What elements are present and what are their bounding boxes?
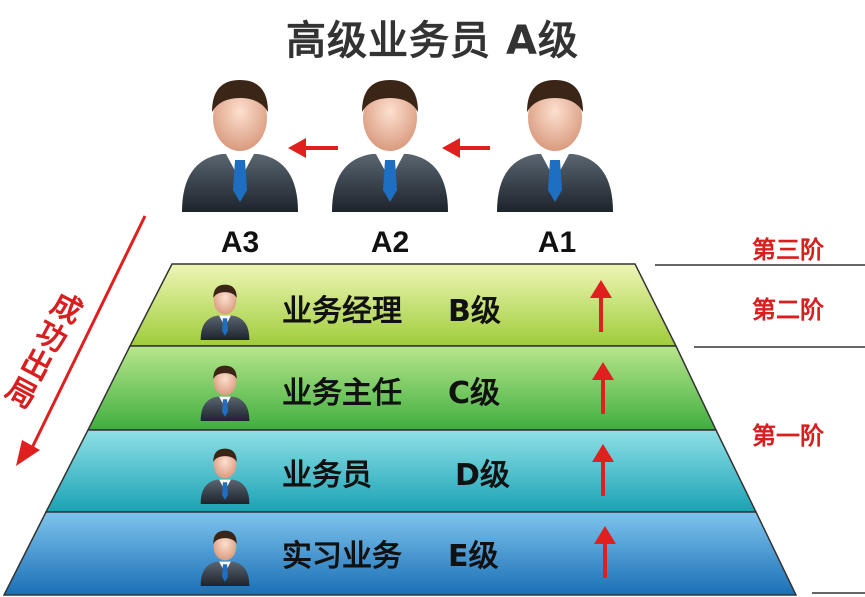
left-arrow-icon (442, 138, 490, 158)
stage-label-1: 第一阶 (752, 421, 824, 450)
person-icon (497, 80, 613, 212)
person-label-a3: A3 (220, 226, 260, 259)
small-person-icon (200, 284, 250, 341)
exit-arrow-icon (16, 215, 147, 466)
left-arrow-icon (288, 138, 338, 158)
tier-d-band (44, 429, 758, 513)
up-arrow-icon (592, 362, 614, 414)
tier-e-band (2, 511, 798, 596)
person-icon (182, 80, 298, 212)
person-label-a1: A1 (537, 226, 577, 259)
person-icon (332, 80, 448, 212)
tier-level-e: E级 (448, 539, 499, 574)
tier-level-d: D级 (455, 458, 510, 493)
small-person-icon (200, 365, 250, 422)
small-person-icon (200, 530, 250, 587)
tier-name-e: 实习业务 (282, 539, 402, 574)
tier-name-d: 业务员 (282, 458, 372, 493)
up-arrow-icon (590, 280, 612, 332)
tier-name-b: 业务经理 (282, 294, 402, 329)
tier-level-c: C级 (448, 376, 501, 411)
stage-label-2: 第二阶 (752, 295, 824, 324)
tier-name-c: 业务主任 (282, 376, 402, 411)
stage-label-3: 第三阶 (752, 235, 824, 264)
tier-c-band (86, 345, 718, 431)
up-arrow-icon (594, 526, 616, 578)
diagram-title: 高级业务员 A级 (286, 18, 579, 64)
small-person-icon (200, 448, 250, 505)
tier-level-b: B级 (448, 294, 501, 329)
up-arrow-icon (592, 444, 614, 496)
person-label-a2: A2 (370, 226, 410, 259)
